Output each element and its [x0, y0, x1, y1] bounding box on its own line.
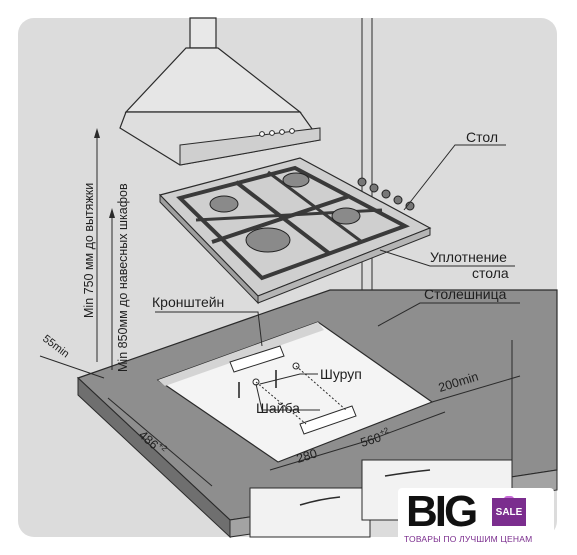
knob-icon [357, 177, 367, 187]
burner-icon [209, 195, 239, 213]
label-seal-line2: стола [472, 265, 509, 281]
label-min-cabinets: Min 850мм до навесных шкафов [116, 183, 130, 372]
hood-button-icon [269, 130, 275, 136]
hood-button-icon [259, 131, 265, 137]
range-hood [119, 17, 322, 166]
knob-icon [369, 183, 379, 193]
badge-brand: BIG [406, 487, 478, 536]
label-countertop: Столешница [424, 286, 507, 302]
burner-icon [282, 172, 310, 188]
knob-icon [393, 195, 403, 205]
gas-hob [158, 157, 432, 305]
burner-icon [331, 207, 361, 225]
hood-button-icon [279, 129, 285, 135]
label-bracket: Кронштейн [152, 294, 224, 310]
dim-width: 560 +2 [359, 426, 390, 450]
badge-tagline: ТОВАРЫ ПО ЛУЧШИМ ЦЕНАМ [404, 534, 533, 544]
dim-width-tol: +2 [378, 426, 390, 437]
label-table: Стол [466, 129, 498, 145]
dim-half-width: 280 [295, 446, 319, 465]
label-min-hood: Min 750 мм до вытяжки [82, 183, 96, 318]
knob-icon [381, 189, 391, 199]
leader-lines [155, 144, 520, 411]
dim-width-value: 560 [359, 430, 383, 449]
bracket-icon [229, 345, 285, 373]
grate-icon [176, 165, 410, 281]
arrow-up-icon [109, 208, 115, 218]
bracket-hardware [229, 345, 357, 435]
badge-sale: SALE [492, 498, 526, 526]
big-sale-badge[interactable]: BIG SALE ТОВАРЫ ПО ЛУЧШИМ ЦЕНАМ [398, 488, 554, 550]
arrow-up-icon [94, 128, 100, 138]
hood-button-icon [289, 128, 295, 134]
label-seal-line1: Уплотнение [430, 249, 507, 265]
burner-icon [245, 227, 291, 253]
label-washer: Шайба [256, 400, 300, 416]
label-screw: Шуруп [320, 366, 362, 382]
dimension-lines [39, 128, 521, 487]
bracket-icon [299, 405, 357, 435]
